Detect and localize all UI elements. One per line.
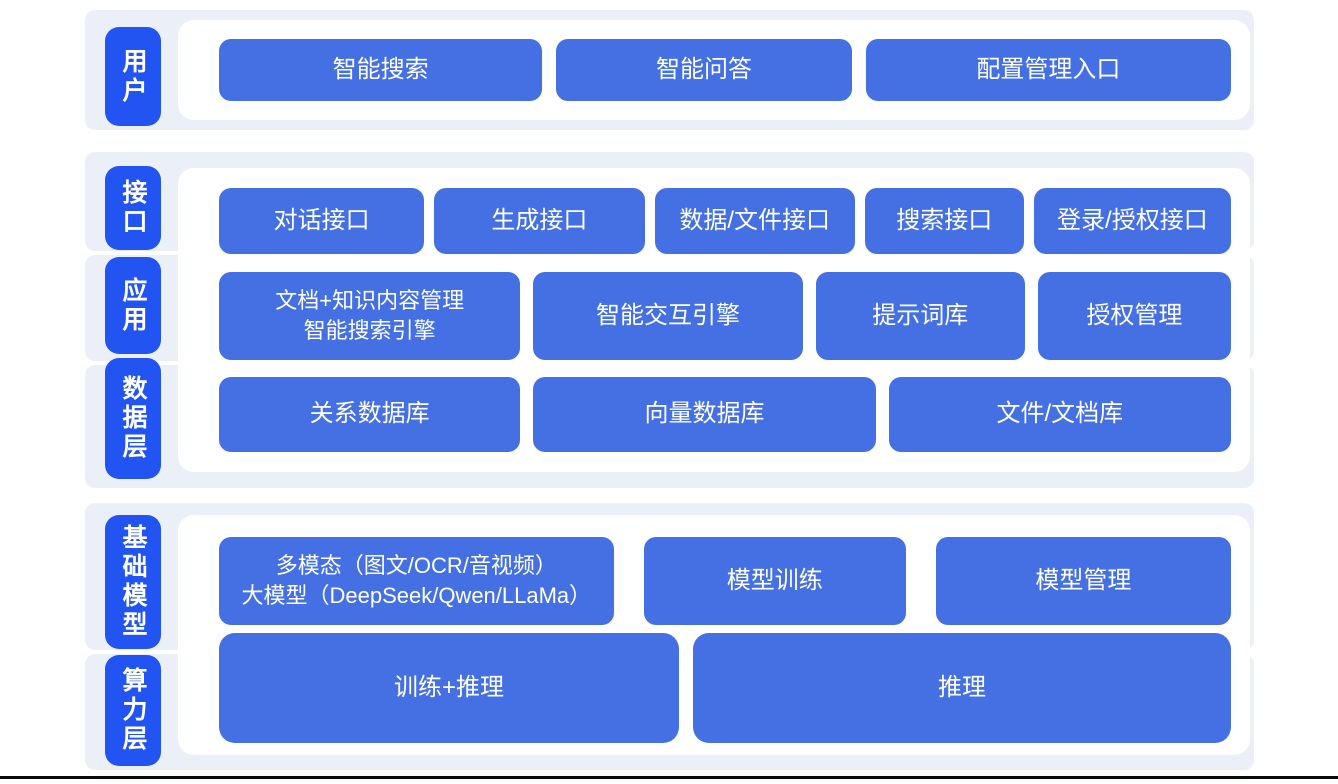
box-doc-knowledge-search-engine: 文档+知识内容管理 智能搜索引擎: [219, 272, 521, 360]
layer-label-user: 用户: [105, 27, 161, 126]
layer-label-interface: 接口: [105, 166, 161, 250]
box-inference: 推理: [693, 633, 1231, 743]
layer-label-base-model: 基础模型: [105, 515, 161, 649]
layer-label-base-model-text: 基础模型: [119, 524, 147, 640]
box-multimodal-llm: 多模态（图文/OCR/音视频） 大模型（DeepSeek/Qwen/LLaMa）: [219, 537, 614, 625]
box-dialog-api: 对话接口: [219, 188, 425, 254]
box-search-api: 搜索接口: [864, 188, 1024, 254]
box-data-file-api: 数据/文件接口: [654, 188, 855, 254]
box-vector-database: 向量数据库: [533, 377, 876, 452]
layer-label-data-text: 数据层: [119, 375, 147, 462]
layer-label-application: 应用: [105, 257, 161, 354]
application-row: 文档+知识内容管理 智能搜索引擎 智能交互引擎 提示词库 授权管理: [178, 272, 1250, 360]
box-file-document-store: 文件/文档库: [888, 377, 1231, 452]
interface-row: 对话接口 生成接口 数据/文件接口 搜索接口 登录/授权接口: [178, 188, 1250, 254]
user-layer-card: 智能搜索 智能问答 配置管理入口: [178, 20, 1250, 120]
layer-label-compute: 算力层: [105, 655, 161, 766]
bottom-divider-line: [0, 776, 1338, 779]
layer-label-application-text: 应用: [119, 276, 147, 335]
box-model-management: 模型管理: [935, 537, 1231, 625]
base-model-row: 多模态（图文/OCR/音视频） 大模型（DeepSeek/Qwen/LLaMa）…: [178, 537, 1250, 625]
layer-label-user-text: 用户: [119, 47, 147, 106]
box-authorization-management: 授权管理: [1037, 272, 1232, 360]
box-smart-qa: 智能问答: [556, 39, 852, 101]
layer-label-data: 数据层: [105, 358, 161, 479]
box-config-management-entry: 配置管理入口: [865, 39, 1231, 101]
box-generation-api: 生成接口: [434, 188, 645, 254]
user-layer-row: 智能搜索 智能问答 配置管理入口: [178, 39, 1250, 101]
box-relational-database: 关系数据库: [219, 377, 521, 452]
box-training-inference: 训练+推理: [219, 633, 679, 743]
box-model-training: 模型训练: [643, 537, 906, 625]
compute-row: 训练+推理 推理: [178, 633, 1250, 743]
bottom-layers-card: 多模态（图文/OCR/音视频） 大模型（DeepSeek/Qwen/LLaMa）…: [178, 515, 1250, 755]
layer-label-compute-text: 算力层: [119, 667, 147, 754]
box-prompt-library: 提示词库: [815, 272, 1025, 360]
box-smart-search: 智能搜索: [219, 39, 543, 101]
box-smart-interaction-engine: 智能交互引擎: [533, 272, 803, 360]
data-row: 关系数据库 向量数据库 文件/文档库: [178, 377, 1250, 452]
middle-layers-card: 对话接口 生成接口 数据/文件接口 搜索接口 登录/授权接口 文档+知识内容管理…: [178, 168, 1250, 472]
layer-label-interface-text: 接口: [119, 179, 147, 237]
box-login-auth-api: 登录/授权接口: [1033, 188, 1231, 254]
